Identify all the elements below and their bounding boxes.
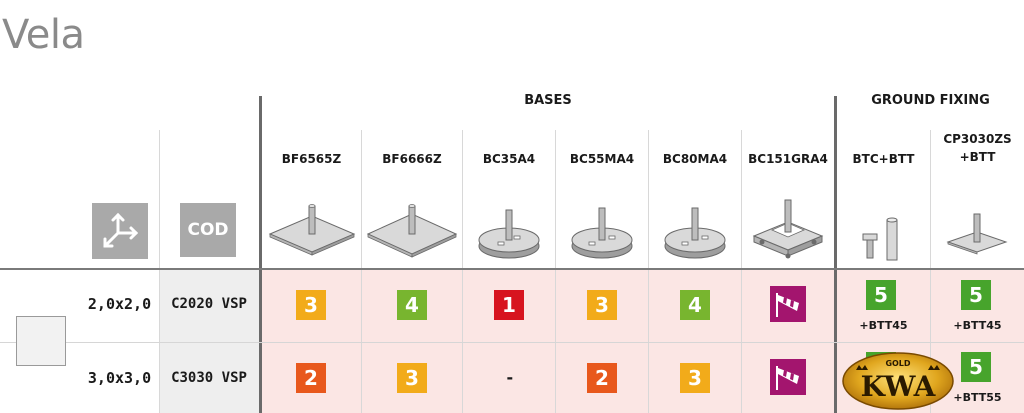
size-cell: 2,0x2,0: [87, 295, 152, 313]
column-header: BF6565Z: [281, 152, 342, 166]
windsock-icon: [770, 286, 806, 322]
rating-badge: 5: [961, 352, 991, 382]
column-header: BTC+BTT: [852, 152, 915, 166]
logo-main-text: KWA: [861, 370, 937, 403]
code-column-background: [159, 270, 259, 413]
windsock-icon: [770, 359, 806, 395]
grid-line: [462, 130, 463, 413]
round-base-icon: [571, 207, 633, 259]
grid-line: [648, 130, 649, 413]
code-cell: C3030 VSP: [171, 370, 247, 386]
rating-badge: 3: [296, 290, 326, 320]
rating-badge: 4: [397, 290, 427, 320]
kwa-gold-logo: GOLD KWA: [842, 352, 954, 410]
group-header-bases: BASES: [524, 93, 572, 108]
size-cell: 3,0x3,0: [87, 369, 152, 387]
grid-line: [741, 130, 742, 413]
cod-label-box: COD: [180, 203, 236, 257]
ground-plate-icon: [946, 213, 1008, 255]
rating-badge: 3: [680, 363, 710, 393]
ground-anchor-icon: [862, 217, 898, 261]
logo-top-text: GOLD: [885, 359, 910, 368]
rating-badge: 1: [494, 290, 524, 320]
column-header: CP3030ZS +BTT: [943, 132, 1012, 164]
header-divider: [0, 268, 1024, 270]
grid-line: [555, 130, 556, 413]
column-header: BF6666Z: [382, 152, 442, 166]
round-base-icon: [664, 207, 726, 259]
grid-line: [930, 130, 931, 413]
rating-badge: 4: [680, 290, 710, 320]
row-divider: [0, 342, 1024, 343]
not-available-mark: -: [505, 368, 515, 387]
rating-badge: 3: [587, 290, 617, 320]
column-header: BC80MA4: [662, 152, 728, 166]
grid-line-bases-start: [259, 96, 262, 413]
plate-base-icon: [366, 204, 458, 258]
shade-sail-icon: [16, 316, 66, 366]
column-header: BC55MA4: [569, 152, 635, 166]
page-title: Vela: [2, 12, 85, 58]
group-header-ground-fixing: GROUND FIXING: [871, 93, 990, 108]
rating-badge: 2: [296, 363, 326, 393]
column-header: BC35A4: [482, 152, 536, 166]
accessory-note: +BTT45: [953, 319, 1002, 332]
rating-badge: 2: [587, 363, 617, 393]
heavy-base-icon: [752, 199, 824, 259]
accessory-note: +BTT55: [953, 391, 1002, 404]
rating-badge: 3: [397, 363, 427, 393]
column-header: BC151GRA4: [748, 152, 828, 166]
round-base-icon: [478, 209, 540, 259]
accessory-note: +BTT45: [859, 319, 908, 332]
grid-line: [361, 130, 362, 413]
dimensions-icon: [92, 203, 148, 259]
plate-base-icon: [268, 204, 356, 256]
code-cell: C2020 VSP: [171, 296, 247, 312]
rating-badge: 5: [961, 280, 991, 310]
rating-badge: 5: [866, 280, 896, 310]
grid-line: [159, 130, 160, 413]
grid-line-ground-start: [834, 96, 837, 413]
